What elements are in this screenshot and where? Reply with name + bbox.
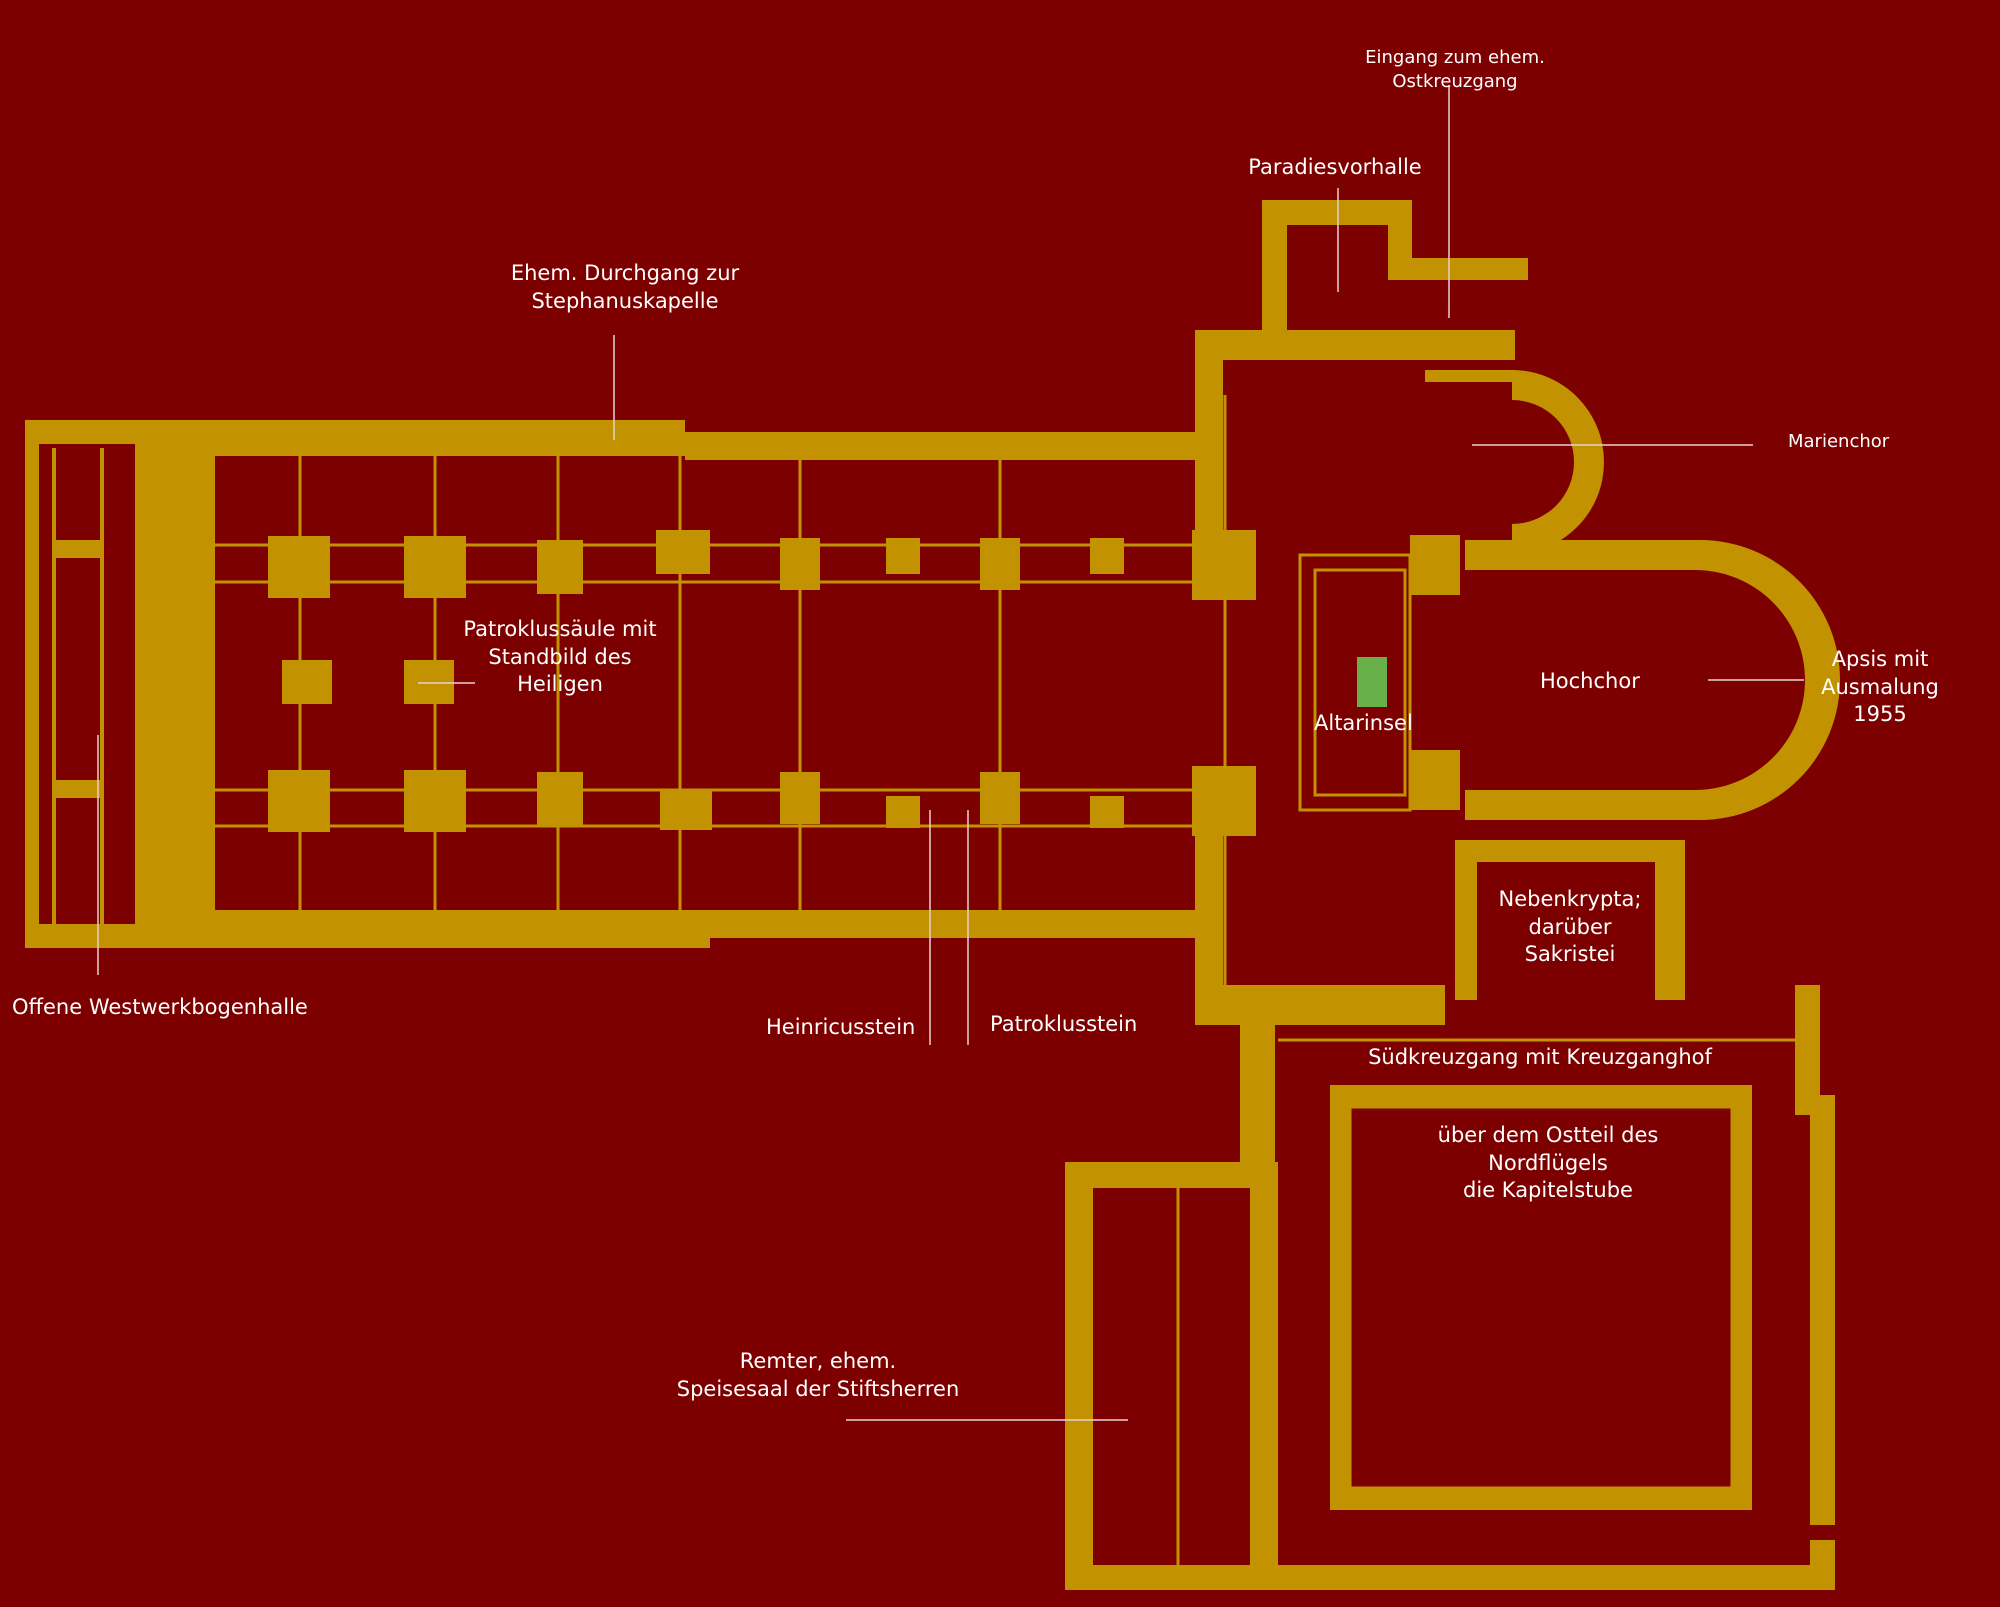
- transept-and-choir: [1195, 200, 1840, 1180]
- label-patroklussaeule: Patroklussäule mit Standbild des Heilige…: [463, 617, 657, 697]
- nave-walls: [25, 420, 1200, 948]
- label-hochchor: Hochchor: [1540, 669, 1640, 693]
- label-durchgang-stephanuskapelle: Ehem. Durchgang zur Stephanuskapelle: [510, 261, 740, 313]
- label-eingang-ostkreuzgang: Eingang zum ehem. Ostkreuzgang: [1365, 47, 1545, 92]
- altar-marker: [1357, 657, 1387, 707]
- label-altarinsel: Altarinsel: [1314, 711, 1413, 735]
- label-nebenkrypta: Nebenkrypta; darüber Sakristei: [1498, 887, 1642, 967]
- label-remter: Remter, ehem. Speisesaal der Stiftsherre…: [676, 1349, 960, 1401]
- label-suedkreuzgang: Südkreuzgang mit Kreuzganghof: [1368, 1045, 1712, 1069]
- label-kapitelstube: über dem Ostteil des Nordflügels die Kap…: [1437, 1123, 1659, 1203]
- label-apsis: Apsis mit Ausmalung 1955: [1821, 647, 1939, 727]
- cloister-inner-lines: [1176, 553, 1810, 1565]
- label-paradiesvorhalle: Paradiesvorhalle: [1248, 155, 1422, 179]
- label-patroklusstein: Patroklusstein: [990, 1012, 1138, 1036]
- cloister-and-remter: [1065, 1085, 1835, 1590]
- leader-lines: [97, 85, 1804, 1421]
- label-heinricusstein: Heinricusstein: [766, 1015, 916, 1039]
- label-westwerkbogenhalle: Offene Westwerkbogenhalle: [12, 995, 308, 1019]
- nave-outline-lines: [215, 395, 1227, 990]
- label-marienchor: Marienchor: [1788, 431, 1890, 452]
